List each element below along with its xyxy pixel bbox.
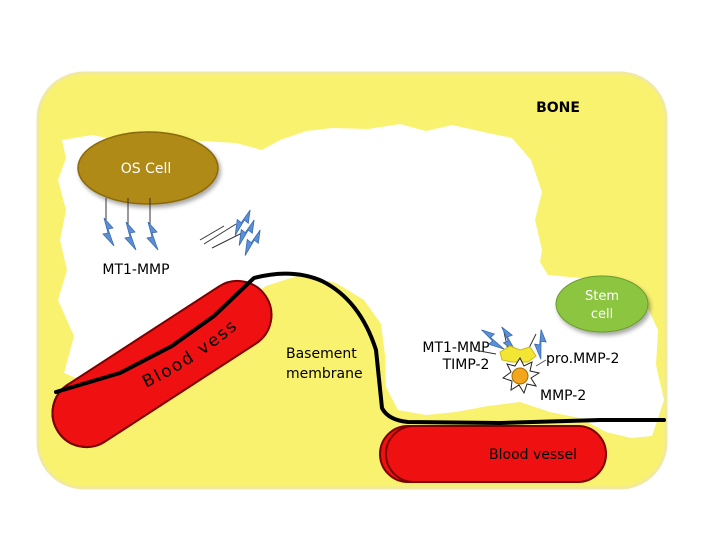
mmp2-label: MMP-2 — [540, 388, 586, 404]
mt1-mmp-label-top: MT1-MMP — [102, 262, 169, 278]
basement-membrane-label-line1: Basement — [286, 346, 357, 362]
mt1-mmp-complex-label: MT1-MMP — [422, 340, 489, 356]
blood-vessel-bottom — [379, 425, 607, 483]
mmp2-starburst-icon — [501, 356, 541, 395]
stem-cell-label-line1: Stem — [585, 289, 619, 304]
timp2-blob — [499, 345, 537, 363]
pro-mmp2-arrow — [535, 359, 547, 367]
stem-cell — [555, 275, 649, 333]
basement-membrane — [54, 271, 666, 425]
timp2-label: TIMP-2 — [442, 357, 490, 373]
blood-vessel-diagonal — [51, 279, 273, 449]
os-cell-label: OS Cell — [121, 161, 172, 177]
bone-label: BONE — [536, 100, 580, 116]
basement-membrane-label-line2: membrane — [286, 366, 363, 382]
blood-vessel-bottom-label: Blood vessel — [489, 447, 577, 463]
pro-mmp2-label: pro.MMP-2 — [546, 351, 619, 367]
stem-cell-label-line2: cell — [591, 307, 613, 322]
mt1-mmp-receptors-os-cell — [105, 198, 245, 249]
os-cell — [77, 131, 219, 205]
